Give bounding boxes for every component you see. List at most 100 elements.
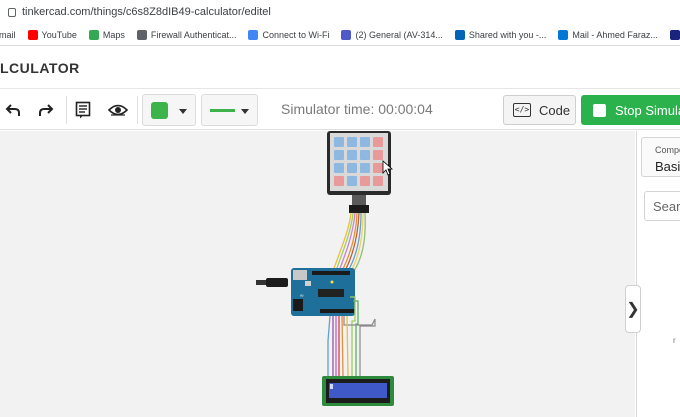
- bookmark-youtube[interactable]: YouTube: [27, 29, 77, 40]
- project-title[interactable]: LCULATOR: [0, 60, 80, 76]
- code-button-label: Code: [539, 102, 571, 118]
- keypad-key[interactable]: [373, 150, 383, 160]
- keypad-key[interactable]: [373, 163, 383, 173]
- redo-button[interactable]: [35, 94, 57, 126]
- keypad-key[interactable]: [373, 137, 383, 147]
- chevron-down-icon: [179, 109, 187, 114]
- wire-style-dropdown[interactable]: [201, 94, 258, 126]
- keypad-key[interactable]: [347, 137, 357, 147]
- chevron-right-icon: ❯: [626, 301, 640, 318]
- arduino-chip: [318, 289, 344, 297]
- components-panel: Compo Basic Searc r: [636, 131, 680, 417]
- chevron-down-icon: [241, 109, 249, 114]
- youtube-icon: [27, 29, 38, 40]
- keypad-key[interactable]: [360, 163, 370, 173]
- url-text[interactable]: tinkercad.com/things/c6s8Z8dIB49-calcula…: [22, 6, 271, 18]
- keypad-key[interactable]: [360, 150, 370, 160]
- keypad-key[interactable]: [360, 137, 370, 147]
- bookmark-label: Gmail: [0, 29, 16, 40]
- outlook-icon: [558, 29, 569, 40]
- keypad-key[interactable]: [334, 150, 344, 160]
- bookmark-globe[interactable]: Firewall Authenticat...: [136, 29, 237, 40]
- arduino-crystal: [305, 281, 311, 286]
- components-search-input[interactable]: Searc: [644, 191, 680, 221]
- toolbar-divider: [137, 96, 138, 124]
- panel-toggle-button[interactable]: ❯: [625, 285, 641, 333]
- stop-simulation-button[interactable]: Stop Simula: [581, 95, 680, 125]
- components-dropdown-label: Compo: [655, 145, 680, 155]
- simulator-time: Simulator time: 00:00:04: [281, 101, 433, 117]
- keypad-key[interactable]: [373, 176, 383, 186]
- bookmark-label: Mail - Ahmed Faraz...: [572, 29, 658, 40]
- maps-pin-icon: [88, 29, 99, 40]
- components-dropdown-value: Basic: [655, 159, 680, 174]
- address-bar[interactable]: tinkercad.com/things/c6s8Z8dIB49-calcula…: [0, 0, 680, 24]
- arduino-uno-component[interactable]: ∞: [291, 268, 355, 316]
- eye-icon: [108, 104, 128, 116]
- bookmark-label: (2) General (AV-314...: [355, 29, 443, 40]
- keypad-wires: [332, 212, 366, 272]
- notes-button[interactable]: [72, 94, 94, 126]
- onedrive-cloud-icon: [454, 29, 465, 40]
- keypad-component[interactable]: [327, 131, 391, 213]
- bookmark-teams[interactable]: (2) General (AV-314...: [341, 29, 443, 40]
- lcd-character: [330, 384, 333, 389]
- keypad-key[interactable]: [334, 176, 344, 186]
- wire-color-swatch: [210, 109, 234, 112]
- keypad-connector: [349, 205, 369, 213]
- fill-color-swatch: [151, 102, 168, 119]
- lcd-screen: [329, 383, 387, 398]
- keypad-key[interactable]: [360, 176, 370, 186]
- bookmark-google[interactable]: Connect to Wi-Fi: [248, 29, 330, 40]
- circuit-diagram: ∞: [256, 131, 394, 406]
- bookmark-onedrive-cloud[interactable]: Shared with you -...: [454, 29, 547, 40]
- keypad-key[interactable]: [347, 163, 357, 173]
- notes-icon: [75, 101, 91, 119]
- undo-button[interactable]: [2, 94, 24, 126]
- wire-end-swatch: [232, 109, 235, 112]
- lcd-wires: [327, 296, 376, 377]
- ims-icon: [669, 29, 680, 40]
- keypad-key[interactable]: [334, 137, 344, 147]
- fill-color-dropdown[interactable]: [142, 94, 196, 126]
- bookmark-outlook[interactable]: Mail - Ahmed Faraz...: [558, 29, 658, 40]
- arduino-led: [330, 280, 334, 284]
- arduino-analog-header: [320, 309, 354, 313]
- components-dropdown[interactable]: Compo Basic: [641, 137, 680, 177]
- bookmark-gmail[interactable]: Gmail: [0, 30, 16, 40]
- visibility-button[interactable]: [106, 94, 130, 126]
- stop-simulation-label: Stop Simula: [615, 102, 680, 118]
- bookmark-label: Maps: [102, 29, 125, 40]
- code-icon: </>: [513, 103, 531, 117]
- keypad-keys: [334, 137, 383, 186]
- stop-icon: [593, 103, 606, 117]
- editor-toolbar: Simulator time: 00:00:04 </> Code Stop S…: [0, 90, 680, 130]
- panel-text-fragment: r: [673, 336, 676, 345]
- arduino-power-jack: [293, 299, 303, 311]
- bookmark-ims[interactable]: Ims: [669, 29, 680, 40]
- google-icon: [248, 29, 259, 40]
- undo-icon: [5, 104, 20, 116]
- bookmark-label: Shared with you -...: [468, 29, 547, 40]
- code-button[interactable]: </> Code: [503, 95, 576, 125]
- teams-icon: [341, 29, 352, 40]
- usb-cable: [256, 278, 288, 287]
- toolbar-divider: [66, 96, 67, 124]
- bookmark-maps-pin[interactable]: Maps: [88, 29, 125, 40]
- bookmark-label: Firewall Authenticat...: [150, 29, 237, 40]
- site-info-icon[interactable]: [8, 7, 16, 17]
- circuit-canvas[interactable]: ∞: [0, 131, 635, 417]
- mouse-cursor-icon: [382, 160, 394, 176]
- bookmarks-bar: Gmail YouTube Maps Firewall Authenticat... C…: [0, 24, 680, 46]
- keypad-key[interactable]: [347, 150, 357, 160]
- app-header: LCULATOR: [0, 47, 680, 89]
- keypad-key[interactable]: [347, 176, 357, 186]
- lcd-component[interactable]: [322, 376, 394, 406]
- keypad-ribbon: [352, 195, 366, 205]
- arduino-usb-port: [293, 270, 307, 280]
- globe-icon: [136, 29, 147, 40]
- bookmark-label: YouTube: [41, 29, 77, 40]
- arduino-digital-header: [312, 271, 350, 275]
- keypad-key[interactable]: [334, 163, 344, 173]
- bookmark-label: Connect to Wi-Fi: [262, 29, 330, 40]
